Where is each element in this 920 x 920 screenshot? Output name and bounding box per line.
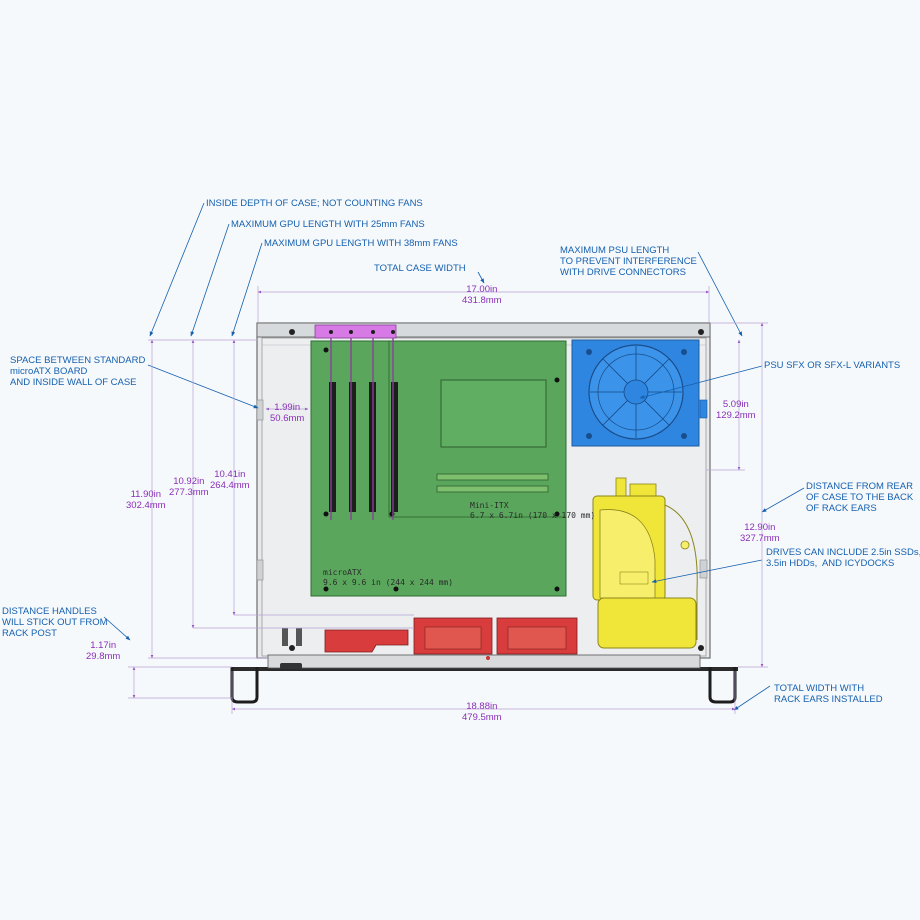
dim-gpu-38-in: 10.41in: [214, 469, 246, 480]
dimension-lines: [128, 286, 768, 714]
dim-handles: 1.17in 29.8mm: [86, 640, 120, 662]
callout-inside-depth: INSIDE DEPTH OF CASE; NOT COUNTING FANS: [206, 198, 423, 209]
callout-drives: DRIVES CAN INCLUDE 2.5in SSDs, 3.5in HDD…: [766, 547, 920, 569]
callout-gpu-25mm: MAXIMUM GPU LENGTH WITH 25mm FANS: [231, 219, 425, 230]
dim-inside-depth: 11.90in 302.4mm: [126, 489, 166, 511]
callout-gpu-38mm: MAXIMUM GPU LENGTH WITH 38mm FANS: [264, 238, 458, 249]
motherboard: [310, 340, 567, 597]
dim-case-width-mm: 431.8mm: [462, 295, 502, 306]
drive-cage: [592, 477, 698, 649]
callout-psu-variants: PSU SFX OR SFX-L VARIANTS: [764, 360, 901, 371]
dim-psu-length: 5.09in 129.2mm: [716, 399, 756, 421]
dim-inside-depth-mm: 302.4mm: [126, 500, 166, 511]
dim-gpu-25-mm: 277.3mm: [169, 487, 209, 498]
dim-inside-depth-in: 11.90in: [130, 489, 162, 500]
micro-atx-label: microATX 9.6 x 9.6 in (244 x 244 mm): [323, 568, 454, 587]
callout-total-width-ears: TOTAL WIDTH WITH RACK EARS INSTALLED: [774, 683, 883, 705]
dim-gpu-25: 10.92in 277.3mm: [169, 476, 209, 498]
dim-gpu-25-in: 10.92in: [173, 476, 205, 487]
gpu-brackets: [314, 324, 397, 520]
dim-board-gap: 1.99in 50.6mm: [270, 402, 304, 424]
callout-distance-rear: DISTANCE FROM REAR OF CASE TO THE BACK O…: [806, 481, 914, 514]
dim-handles-mm: 29.8mm: [86, 651, 121, 662]
mini-itx-label: Mini-ITX 6.7 x 6.7in (170 x 170 mm): [470, 501, 596, 520]
dim-width-with-ears-in: 18.88in: [466, 701, 498, 712]
fan-grill-icon: [590, 346, 682, 438]
dim-board-gap-mm: 50.6mm: [270, 413, 305, 424]
dim-width-with-ears: 18.88in 479.5mm: [462, 701, 502, 723]
dim-width-with-ears-mm: 479.5mm: [462, 712, 502, 723]
front-panel: [230, 654, 738, 704]
dim-handles-in: 1.17in: [90, 640, 117, 651]
psu-unit: [571, 339, 700, 447]
dim-board-gap-in: 1.99in: [274, 402, 301, 413]
dim-gpu-38: 10.41in 264.4mm: [210, 469, 250, 491]
front-fans: [282, 617, 578, 655]
dim-rack-ears: 12.90in 327.7mm: [740, 522, 780, 544]
dim-rack-ears-mm: 327.7mm: [740, 533, 780, 544]
dim-case-width: 17.00in 431.8mm: [462, 284, 502, 306]
dim-rack-ears-in: 12.90in: [744, 522, 776, 533]
dim-psu-length-mm: 129.2mm: [716, 410, 756, 421]
callout-total-case-width: TOTAL CASE WIDTH: [374, 263, 466, 274]
callout-space-between: SPACE BETWEEN STANDARD microATX BOARD AN…: [10, 355, 146, 388]
callout-max-psu: MAXIMUM PSU LENGTH TO PREVENT INTERFEREN…: [560, 245, 697, 278]
dim-gpu-38-mm: 264.4mm: [210, 480, 250, 491]
callout-handles: DISTANCE HANDLES WILL STICK OUT FROM RAC…: [2, 606, 108, 639]
callout-lines: [103, 202, 805, 711]
dim-case-width-in: 17.00in: [466, 284, 498, 295]
dim-psu-length-in: 5.09in: [722, 399, 749, 410]
